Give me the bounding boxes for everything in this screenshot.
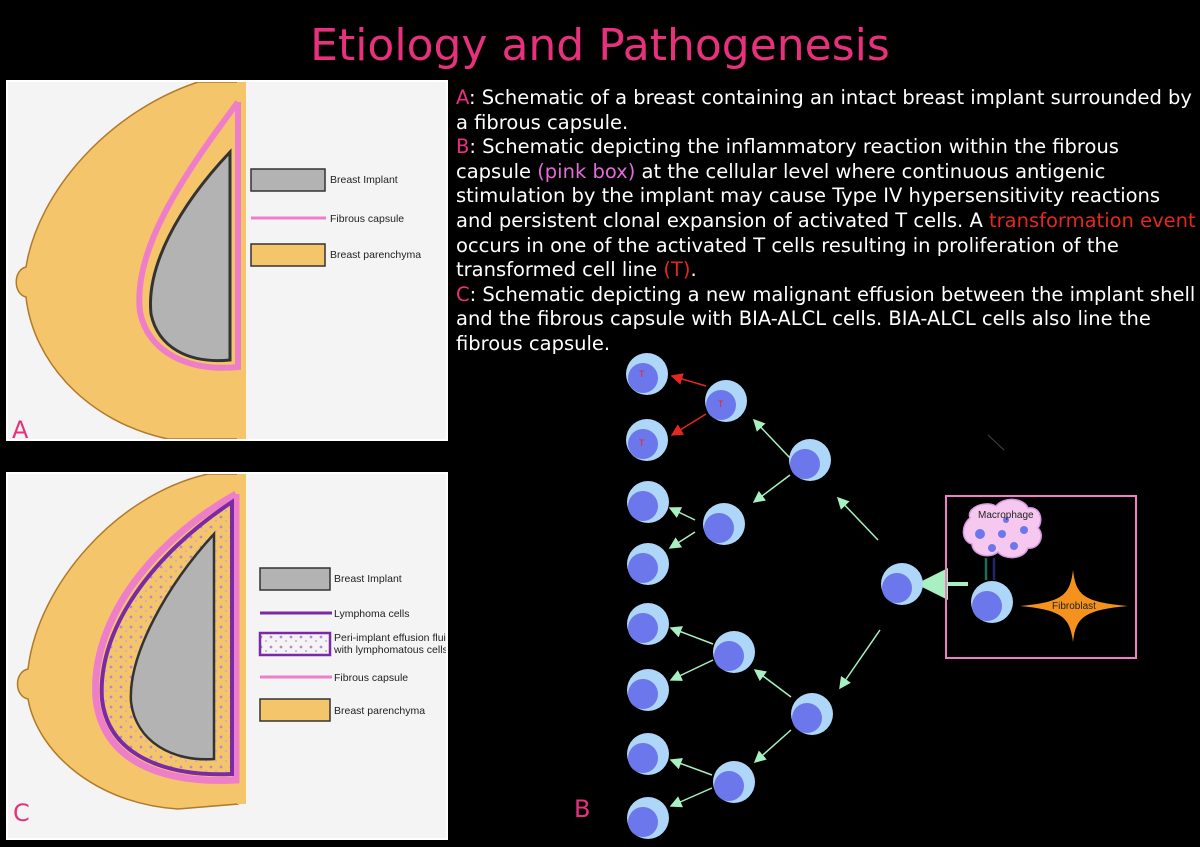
t-cell-lower	[791, 693, 833, 735]
description-letter-c: C	[456, 282, 470, 306]
legend-parenchyma-swatch	[250, 243, 326, 267]
description-letter-b: B	[456, 135, 470, 159]
description-b-text-2: at the cellular level where continuous a…	[456, 159, 1161, 232]
arrow-to-lower-node	[839, 629, 881, 690]
transformed-cell-label: T	[639, 438, 645, 448]
legend-capsule-label: Fibrous capsule	[330, 213, 404, 225]
arrow-split-5	[669, 757, 713, 776]
description-text: A: Schematic of a breast containing an i…	[456, 86, 1196, 357]
description-letter-a: A	[456, 86, 469, 109]
arrow-to-upper-node	[836, 496, 879, 541]
arrow-lower-to-bottom	[753, 729, 792, 763]
green-arrows	[668, 418, 881, 808]
description-b-text-3: occurs in one of the activated T cells r…	[456, 233, 1119, 282]
arrow-to-transformed-2	[670, 413, 707, 436]
panel-b-letter: B	[574, 795, 590, 823]
t-cell-mid-upper	[703, 503, 745, 545]
macrophage-label: Macrophage	[978, 510, 1034, 521]
legend-implant-swatch	[259, 567, 331, 591]
fibrous-capsule-line	[136, 100, 241, 371]
panel-a-letter: A	[12, 416, 29, 441]
breast-implant-shape	[148, 148, 232, 363]
fibroblast-icon: Fibroblast	[1020, 570, 1128, 642]
arrow-split-3	[669, 626, 714, 645]
description-a-text: : Schematic of a breast containing an in…	[456, 86, 1192, 134]
transformed-cell-2: T	[626, 419, 668, 461]
t-cell-leaf-1	[627, 481, 669, 523]
legend-implant-label: Breast Implant	[330, 174, 398, 186]
t-cell-bottom-parent	[713, 761, 755, 803]
legend-parenchyma-label: Breast parenchyma	[334, 705, 425, 717]
transformed-cell-marker: (T)	[663, 258, 691, 282]
red-arrows	[670, 373, 707, 436]
description-c-text: : Schematic depicting a new malignant ef…	[456, 282, 1196, 355]
panel-a-schematic: Breast Implant Fibrous capsule Breast pa…	[15, 82, 421, 439]
arrow-upper-to-mid	[752, 474, 791, 503]
legend-parenchyma-swatch	[259, 698, 331, 722]
legend-effusion-label-2: with lymphomatous cells	[333, 644, 446, 656]
description-b-end: .	[690, 258, 697, 282]
t-cell-mid-lower	[713, 631, 755, 673]
transformed-cell-1: T	[626, 353, 668, 395]
pink-box-capsule-inset	[945, 495, 1137, 659]
legend-implant-label: Breast Implant	[334, 573, 402, 585]
fibrous-capsule-line	[92, 490, 240, 784]
t-cell-leaf-4	[627, 669, 669, 711]
arrow-split-4	[669, 659, 714, 681]
description-b-text-1: : Schematic depicting the inflammatory r…	[456, 135, 1119, 183]
arrow-to-t-parent	[752, 418, 791, 459]
macrophage-icon: Macrophage	[962, 498, 1042, 559]
breast-implant-shape	[129, 530, 216, 761]
arrow-split-6	[669, 787, 713, 808]
t-cell-leaf-2	[627, 543, 669, 585]
legend-parenchyma-label: Breast parenchyma	[330, 249, 421, 261]
t-cell-leaf-5	[627, 733, 669, 775]
legend-effusion-label-1: Peri-implant effusion fluid	[334, 632, 446, 644]
legend-lymphoma-label: Lymphoma cells	[334, 608, 409, 620]
legend-capsule-label: Fibrous capsule	[334, 672, 408, 684]
t-cell-upper	[789, 439, 831, 481]
chest-wall-edge	[237, 82, 246, 439]
arrow-split-1	[668, 507, 696, 521]
t-cell-leaf-3	[627, 603, 669, 645]
chest-wall-edge	[237, 474, 246, 804]
t-cell-central	[881, 563, 923, 605]
arrow-lower-to-mid	[753, 669, 792, 698]
slide-title: Etiology and Pathogenesis	[310, 20, 890, 71]
panel-c-malignant-effusion: Breast Implant Lymphoma cells Peri-impla…	[6, 472, 448, 840]
transformed-cell-label: T	[718, 399, 724, 409]
legend-implant-swatch	[250, 168, 326, 192]
t-cell-leaf-6	[627, 797, 669, 839]
panel-b-cell-diagram: T T T Macrophage Fibroblast B	[574, 353, 1137, 839]
transformation-event-phrase: transformation event	[989, 208, 1196, 232]
panel-a-intact-implant: Breast Implant Fibrous capsule Breast pa…	[6, 80, 448, 441]
t-cell-transformed-parent: T	[705, 380, 747, 422]
fibroblast-label: Fibroblast	[1052, 601, 1096, 612]
panel-c-schematic: Breast Implant Lymphoma cells Peri-impla…	[16, 474, 446, 810]
panel-c-letter: C	[13, 799, 30, 827]
decorative-dash	[987, 434, 1005, 451]
arrow-to-transformed-1	[670, 373, 707, 387]
pink-box-phrase: (pink box)	[537, 159, 636, 183]
t-cell-activated-in-box	[971, 581, 1013, 623]
legend-effusion-swatch	[258, 631, 332, 657]
arrow-split-2	[668, 531, 696, 549]
transformed-cell-label: T	[639, 369, 645, 379]
